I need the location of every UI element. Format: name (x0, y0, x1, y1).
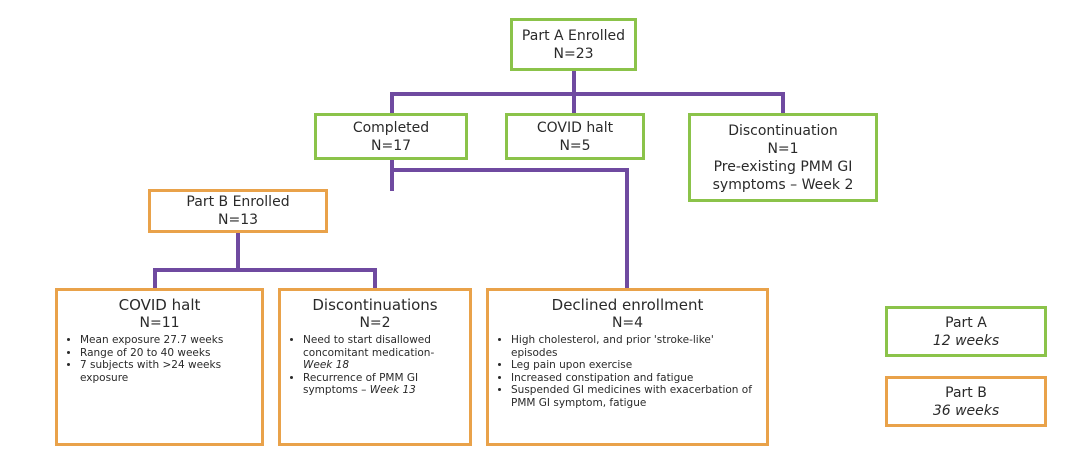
part-a-enrolled-count: N=23 (553, 45, 594, 62)
declined-count: N=4 (611, 315, 644, 331)
covid-halt-a-title: COVID halt (536, 119, 614, 136)
legend-part-b-label: Part B (945, 384, 987, 401)
list-item: Increased constipation and fatigue (511, 372, 760, 385)
part-b-enrolled-title: Part B Enrolled (186, 194, 290, 210)
discontinuations-box: Discontinuations N=2 Need to start disal… (278, 288, 472, 446)
list-item: Mean exposure 27.7 weeks (80, 334, 255, 347)
bullet-text: Recurrence of PMM GI symptoms – (303, 371, 419, 397)
list-item: Range of 20 to 40 weeks (80, 347, 255, 360)
covid-halt-a-box: COVID halt N=5 (505, 113, 645, 160)
covid-halt-b-box: COVID halt N=11 Mean exposure 27.7 weeks… (55, 288, 264, 446)
completed-title: Completed (352, 119, 430, 136)
list-item: Recurrence of PMM GI symptoms – Week 13 (303, 372, 463, 397)
declined-bullets: High cholesterol, and prior 'stroke-like… (489, 334, 766, 409)
completed-count: N=17 (370, 137, 412, 154)
legend-part-b-duration: 36 weeks (932, 402, 1000, 419)
list-item: High cholesterol, and prior 'stroke-like… (511, 334, 760, 359)
discontinuations-title: Discontinuations (312, 296, 438, 314)
part-b-enrolled-box: Part B Enrolled N=13 (148, 189, 328, 233)
part-a-enrolled-box: Part A Enrolled N=23 (510, 18, 637, 71)
bullet-week: Week 13 (369, 384, 416, 396)
connector-completed-to-declined (390, 156, 629, 290)
connector-part-a-to-level2 (390, 68, 785, 115)
declined-title: Declined enrollment (551, 296, 704, 314)
discontinuations-bullets: Need to start disallowed concomitant med… (281, 334, 469, 397)
discontinuation-box: Discontinuation N=1 Pre-existing PMM GI … (688, 113, 878, 202)
connector-part-b-to-level4 (153, 230, 377, 290)
covid-halt-b-title: COVID halt (118, 296, 201, 314)
legend-part-a: Part A 12 weeks (885, 306, 1047, 357)
list-item: Need to start disallowed concomitant med… (303, 334, 463, 372)
bullet-text: Need to start disallowed concomitant med… (303, 334, 435, 359)
discontinuation-title: Discontinuation (728, 122, 838, 139)
legend-part-a-duration: 12 weeks (932, 332, 1000, 349)
covid-halt-b-count: N=11 (139, 315, 180, 331)
discontinuation-reason-line1: Pre-existing PMM GI (713, 158, 853, 175)
covid-halt-a-count: N=5 (559, 137, 591, 154)
list-item: 7 subjects with >24 weeks exposure (80, 359, 255, 384)
discontinuation-reason-line2: symptoms – Week 2 (712, 176, 854, 193)
list-item: Suspended GI medicines with exacerbation… (511, 384, 760, 409)
list-item: Leg pain upon exercise (511, 359, 760, 372)
part-a-enrolled-title: Part A Enrolled (521, 27, 626, 44)
declined-enrollment-box: Declined enrollment N=4 High cholesterol… (486, 288, 769, 446)
bullet-week: Week 18 (303, 359, 350, 371)
legend-part-b: Part B 36 weeks (885, 376, 1047, 427)
discontinuation-count: N=1 (767, 140, 799, 157)
discontinuations-count: N=2 (359, 315, 391, 331)
covid-halt-b-bullets: Mean exposure 27.7 weeks Range of 20 to … (58, 334, 261, 384)
legend-part-a-label: Part A (945, 314, 987, 331)
completed-box: Completed N=17 (314, 113, 468, 160)
part-b-enrolled-count: N=13 (217, 212, 259, 228)
